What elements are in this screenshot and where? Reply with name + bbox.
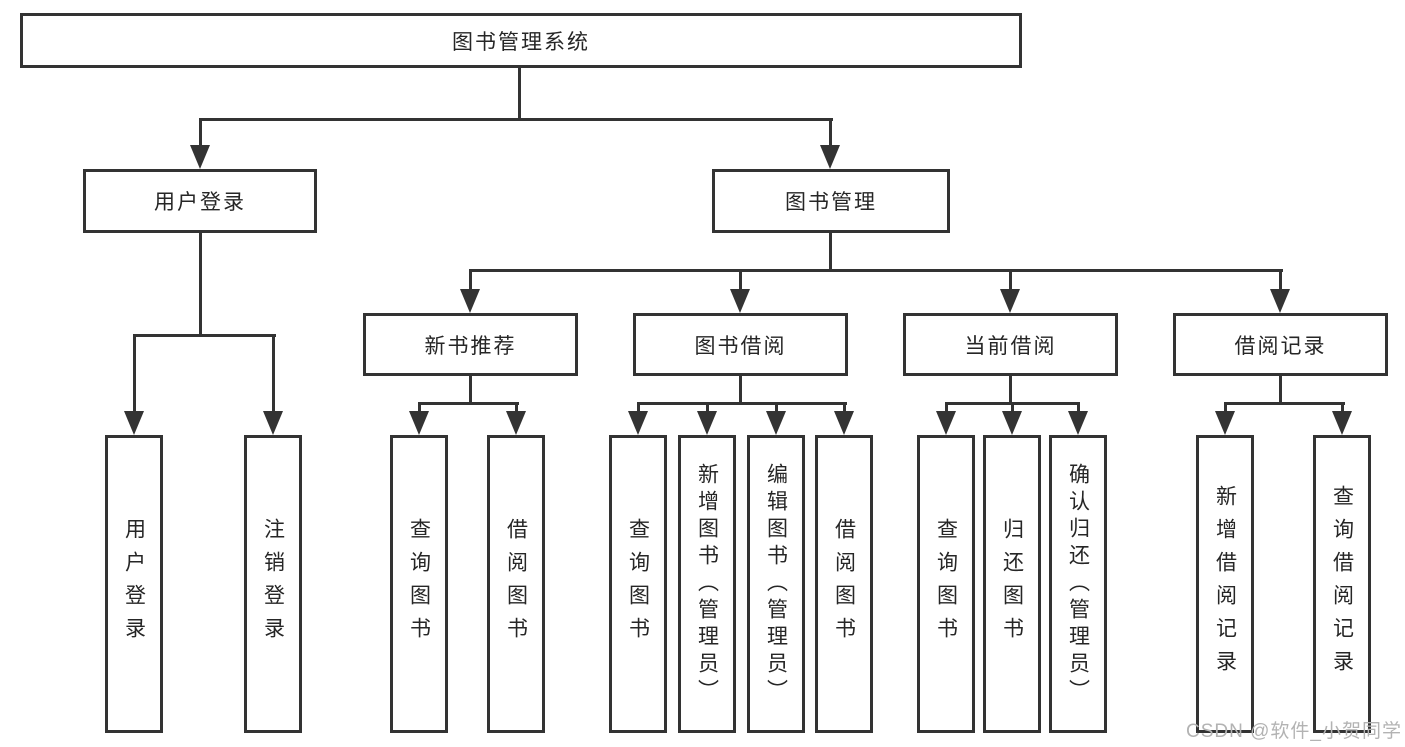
leaf-query-borrow-record: 查询借阅记录 [1313, 435, 1371, 733]
leaf-borrow-books-borrowing: 借阅图书 [815, 435, 873, 733]
leaf-query-books-borrowing: 查询图书 [609, 435, 667, 733]
arrowhead-down-icon [1270, 289, 1290, 313]
connector-line [1279, 375, 1282, 405]
node-borrowing-records: 借阅记录 [1173, 313, 1388, 376]
leaf-add-book-admin: 新增图书（管理员） [678, 435, 736, 733]
leaf-return-books: 归还图书 [983, 435, 1041, 733]
connector-line [1009, 375, 1012, 405]
connector-line [1224, 402, 1227, 416]
node-new-book-recommendation: 新书推荐 [363, 313, 578, 376]
arrowhead-down-icon [936, 411, 956, 435]
connector-line [1077, 402, 1080, 416]
arrowhead-down-icon [730, 289, 750, 313]
connector-line [843, 402, 846, 416]
arrowhead-down-icon [1000, 289, 1020, 313]
leaf-query-books-recommend: 查询图书 [390, 435, 448, 733]
connector-line [637, 402, 640, 416]
node-library-management-system: 图书管理系统 [20, 13, 1022, 68]
node-current-borrowing: 当前借阅 [903, 313, 1118, 376]
leaf-logout: 注销登录 [244, 435, 302, 733]
leaf-add-borrow-record: 新增借阅记录 [1196, 435, 1254, 733]
connector-line [637, 402, 847, 405]
node-book-borrowing: 图书借阅 [633, 313, 848, 376]
connector-line [739, 269, 742, 293]
connector-line [1224, 402, 1345, 405]
connector-line [133, 334, 136, 414]
arrowhead-down-icon [460, 289, 480, 313]
csdn-watermark: CSDN @软件_小贺同学 [1186, 721, 1402, 742]
node-user-login: 用户登录 [83, 169, 317, 233]
arrowhead-down-icon [409, 411, 429, 435]
connector-line [469, 269, 472, 293]
connector-line [1341, 402, 1344, 416]
connector-line [518, 66, 521, 120]
leaf-query-books-current: 查询图书 [917, 435, 975, 733]
leaf-edit-book-admin: 编辑图书（管理员） [747, 435, 805, 733]
arrowhead-down-icon [1068, 411, 1088, 435]
connector-line [945, 402, 948, 416]
connector-line [272, 334, 275, 414]
arrowhead-down-icon [506, 411, 526, 435]
connector-line [1279, 269, 1282, 293]
node-book-management: 图书管理 [712, 169, 950, 233]
leaf-confirm-return-admin: 确认归还（管理员） [1049, 435, 1107, 733]
arrowhead-down-icon [190, 145, 210, 169]
connector-line [829, 118, 832, 150]
connector-line [469, 269, 1283, 272]
arrowhead-down-icon [697, 411, 717, 435]
arrowhead-down-icon [834, 411, 854, 435]
connector-line [469, 375, 472, 405]
connector-line [199, 118, 833, 121]
arrowhead-down-icon [628, 411, 648, 435]
arrowhead-down-icon [820, 145, 840, 169]
arrowhead-down-icon [124, 411, 144, 435]
connector-line [133, 334, 276, 337]
connector-line [706, 402, 709, 416]
connector-line [199, 233, 202, 337]
connector-line [829, 233, 832, 272]
connector-line [199, 118, 202, 150]
leaf-borrow-books-recommend: 借阅图书 [487, 435, 545, 733]
arrowhead-down-icon [766, 411, 786, 435]
leaf-user-login: 用户登录 [105, 435, 163, 733]
arrowhead-down-icon [1332, 411, 1352, 435]
connector-line [1009, 269, 1012, 293]
connector-line [418, 402, 519, 405]
connector-line [418, 402, 421, 416]
connector-line [739, 375, 742, 405]
arrowhead-down-icon [1215, 411, 1235, 435]
connector-line [1011, 402, 1014, 416]
arrowhead-down-icon [263, 411, 283, 435]
arrowhead-down-icon [1002, 411, 1022, 435]
connector-line [515, 402, 518, 416]
connector-line [775, 402, 778, 416]
